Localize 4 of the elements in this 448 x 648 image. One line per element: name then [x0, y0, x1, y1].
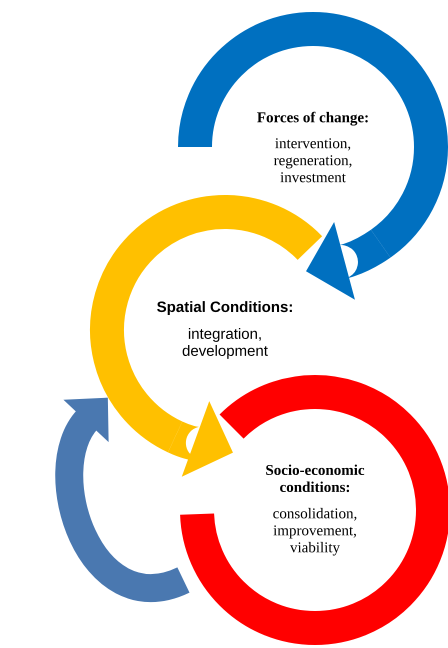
arrow: [55, 398, 188, 602]
ring-node: Spatial Conditions: integration, development: [90, 195, 322, 452]
ring-node: Socio-economic conditions: consolidation, improvement, viability: [180, 375, 448, 645]
ring-node: Forces of change: intervention, regeneration, investment: [178, 12, 448, 258]
